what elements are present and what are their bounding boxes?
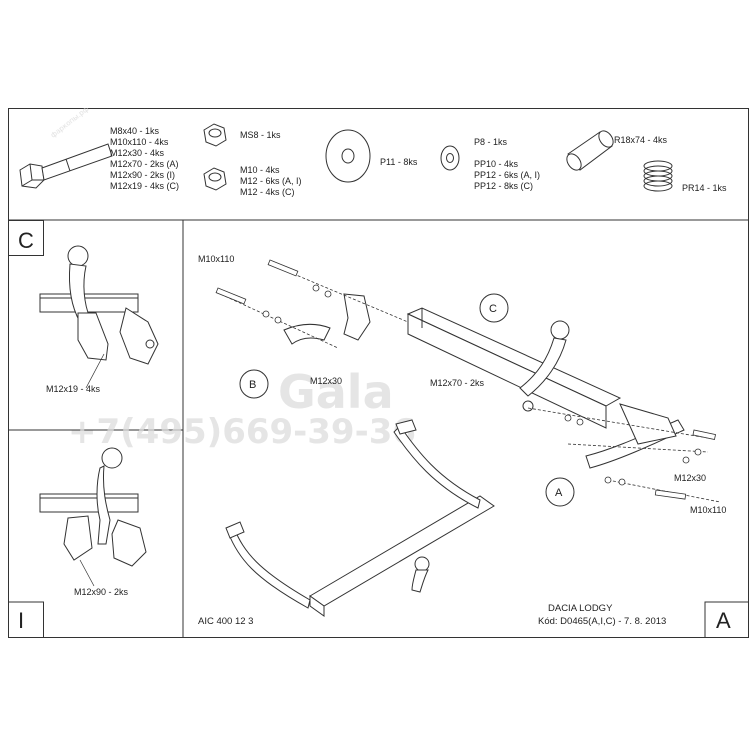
sleeve-spec: R18x74 - 4ks (614, 135, 668, 145)
panel-i-towbar (39, 447, 147, 567)
callout-a: A (545, 477, 575, 507)
bolt-spec-3: M12x70 - 2ks (A) (110, 159, 179, 169)
panel-c-leader (85, 353, 105, 389)
panel-c-letter: C (18, 228, 34, 253)
washer-small-icon (440, 145, 460, 171)
main-right-bracket (585, 403, 685, 469)
kod-line: Kód: D0465(A,I,C) - 7. 8. 2013 (538, 616, 666, 627)
main-crossbar (406, 307, 622, 429)
c-letter-box (8, 220, 44, 256)
label-m12x30-left: M12x30 (310, 376, 342, 386)
drawing-sheet: Gala +7(495)669-39-36 фаркопы.рф M8x40 -… (8, 108, 749, 638)
washer-small-spec-1: PP10 - 4ks (474, 159, 519, 169)
panel-i-letter: I (18, 608, 24, 633)
callout-a-label: A (555, 487, 563, 499)
label-m12x70: M12x70 - 2ks (430, 378, 485, 388)
callout-b: B (239, 369, 269, 399)
spring-icon (643, 160, 673, 192)
assembly-drawing: Gala +7(495)669-39-36 фаркопы.рф M8x40 -… (8, 108, 749, 638)
callout-c-label: C (489, 303, 497, 315)
washer-large-icon (325, 129, 371, 183)
a-letter-box (704, 601, 749, 638)
main-left-bracket (283, 293, 371, 345)
nut-bottom-spec-1: M12 - 6ks (A, I) (240, 176, 302, 186)
callout-c: C (479, 293, 509, 323)
callout-b-label: B (249, 379, 256, 391)
spring-spec: PR14 - 1ks (682, 183, 727, 193)
washer-small-spec-0: P8 - 1ks (474, 137, 508, 147)
panel-c-towbar (39, 245, 159, 365)
i-letter-box (8, 601, 44, 638)
watermark-phone: +7(495)669-39-36 (68, 412, 416, 452)
bolt-spec-1: M10x110 - 4ks (110, 137, 169, 147)
main-ball-neck (519, 320, 570, 412)
drawing-code: AIC 400 12 3 (198, 616, 253, 627)
nut-top-spec: MS8 - 1ks (240, 130, 281, 140)
main-assembled-towbar (225, 419, 495, 617)
nut-top-icon (203, 123, 227, 147)
nut-bottom-spec-0: M10 - 4ks (240, 165, 280, 175)
bolt-spec-2: M12x30 - 4ks (110, 148, 165, 158)
watermark-site: фаркопы.рф (49, 108, 90, 140)
label-m10x110-left: M10x110 (198, 254, 234, 264)
washer-large-spec: P11 - 8ks (380, 157, 418, 167)
bolt-icon (19, 143, 113, 189)
nut-bottom-spec-2: M12 - 4ks (C) (240, 187, 295, 197)
bolt-spec-4: M12x90 - 2ks (I) (110, 170, 175, 180)
label-m12x30-right: M12x30 (674, 473, 706, 483)
panel-a-letter: A (716, 608, 731, 633)
bolt-spec-5: M12x19 - 4ks (C) (110, 181, 179, 191)
panel-i-label: M12x90 - 2ks (74, 587, 129, 597)
bolt-spec-0: M8x40 - 1ks (110, 126, 160, 136)
panel-i-leader (79, 559, 95, 587)
vehicle-name: DACIA LODGY (548, 603, 613, 614)
washer-small-spec-2: PP12 - 6ks (A, I) (474, 170, 540, 180)
main-bolt-lines (215, 259, 721, 503)
sleeve-icon (566, 130, 614, 171)
washer-small-spec-3: PP12 - 8ks (C) (474, 181, 533, 191)
nut-bottom-icon (203, 167, 227, 191)
outer-frame (8, 108, 749, 638)
label-m10x110-right: M10x110 (690, 505, 726, 515)
panel-c-label: M12x19 - 4ks (46, 384, 101, 394)
watermark-brand: Gala (278, 365, 394, 419)
